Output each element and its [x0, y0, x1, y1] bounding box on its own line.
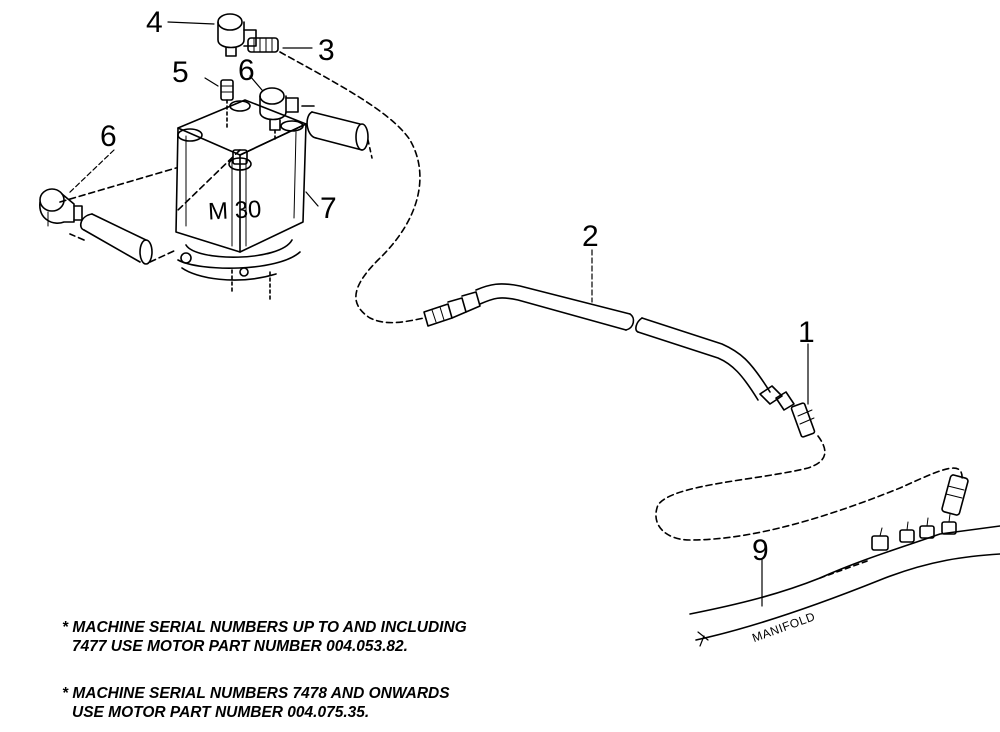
callout-5: 5 — [172, 56, 189, 89]
tube-end-fitting-left — [423, 291, 481, 327]
elbow-fitting-6-left — [39, 188, 83, 227]
dashed-line-motor — [175, 149, 241, 213]
note-1-line-1: * MACHINE SERIAL NUMBERS UP TO AND INCLU… — [62, 619, 467, 636]
tube-2 — [475, 283, 771, 401]
dashed-hose-lower — [655, 435, 963, 541]
nipple-3 — [247, 37, 279, 53]
callout-6-right: 6 — [238, 54, 255, 87]
motor-label: M 30 — [207, 196, 262, 226]
manifold-9 — [689, 474, 1000, 647]
elbow-fitting-4 — [217, 13, 257, 57]
dashed-hose-left — [69, 233, 177, 263]
callout-3: 3 — [318, 34, 335, 67]
note-serial-from-7478: * MACHINE SERIAL NUMBERS 7478 AND ONWARD… — [62, 684, 622, 722]
callout-9: 9 — [752, 534, 769, 567]
callout-2: 2 — [582, 220, 599, 253]
note-serial-up-to-7477: * MACHINE SERIAL NUMBERS UP TO AND INCLU… — [62, 618, 622, 656]
leader-lines — [67, 21, 809, 607]
callout-4: 4 — [146, 6, 163, 39]
callout-7: 7 — [320, 192, 337, 225]
note-2-line-1: * MACHINE SERIAL NUMBERS 7478 AND ONWARD… — [62, 685, 450, 702]
elbow-fitting-6-right — [259, 87, 299, 141]
dashed-hose-to-block — [59, 167, 177, 203]
hose-connector-lower — [79, 213, 153, 265]
hose-connector-upper — [301, 105, 373, 159]
note-1-line-2: 7477 USE MOTOR PART NUMBER 004.053.82. — [72, 638, 408, 655]
callout-6-left: 6 — [100, 120, 117, 153]
dashed-hose-upper — [279, 51, 425, 324]
tube-end-fitting-right — [759, 385, 816, 438]
nipple-5 — [220, 79, 234, 131]
callout-1: 1 — [798, 316, 815, 349]
note-2-line-2: USE MOTOR PART NUMBER 004.075.35. — [72, 704, 370, 721]
